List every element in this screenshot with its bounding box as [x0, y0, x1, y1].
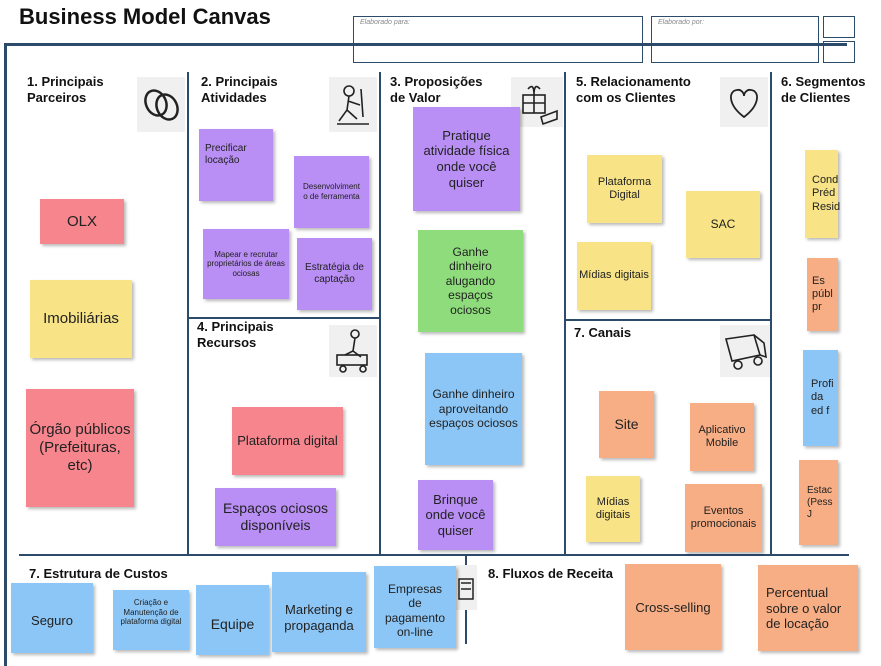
note-parceiro-imobiliarias[interactable]: Imobiliárias — [30, 280, 132, 358]
section-relacionamento: 5. Relacionamento com os Clientes — [576, 74, 691, 105]
forklift-icon — [329, 325, 377, 377]
note-relacionamento-plataforma[interactable]: Plataforma Digital — [587, 155, 662, 223]
section-receita: 8. Fluxos de Receita — [488, 566, 613, 581]
section-parceiros: 1. Principais Parceiros — [27, 74, 104, 105]
note-proposicao-aproveitando[interactable]: Ganhe dinheiro aproveitando espaços ocio… — [425, 353, 522, 465]
note-custo-plataforma[interactable]: Criação e Manutenção de plataforma digit… — [113, 590, 189, 650]
note-proposicao-brinque[interactable]: Brinque onde você quiser — [418, 480, 493, 550]
note-canal-site[interactable]: Site — [599, 391, 654, 458]
canvas-title: Business Model Canvas — [19, 4, 271, 29]
divider-h-relacionamento — [564, 319, 772, 321]
extra-box-bottom[interactable] — [823, 41, 855, 63]
note-relacionamento-midias[interactable]: Mídias digitais — [577, 242, 651, 310]
note-atividade-mapear[interactable]: Mapear e recrutar proprietários de áreas… — [203, 229, 289, 299]
note-proposicao-alugando[interactable]: Ganhe dinheiro alugando espaços ociosos — [418, 230, 523, 332]
section-proposicoes: 3. Proposições de Valor — [390, 74, 483, 105]
truck-icon — [720, 325, 770, 377]
note-canal-aplicativo[interactable]: Aplicativo Mobile — [690, 403, 754, 471]
note-receita-cross-selling[interactable]: Cross-selling — [625, 564, 721, 650]
note-relacionamento-sac[interactable]: SAC — [686, 191, 760, 258]
elaborado-para-box[interactable]: Elaborado para: — [353, 16, 643, 63]
elaborado-por-box[interactable]: Elaborado por: — [651, 16, 819, 63]
note-atividade-desenvolvimento[interactable]: Desenvolvimento de ferramenta — [294, 156, 369, 228]
note-recurso-plataforma[interactable]: Plataforma digital — [232, 407, 343, 475]
note-recurso-espacos[interactable]: Espaços ociosos disponíveis — [215, 488, 336, 546]
divider-v2 — [379, 72, 381, 554]
note-atividade-precificar[interactable]: Precificar locação — [199, 129, 273, 201]
note-segmento-estacionamentos[interactable]: Estac (Pess J — [799, 460, 838, 545]
heart-icon — [720, 77, 768, 127]
divider-v3 — [564, 72, 566, 554]
note-custo-equipe[interactable]: Equipe — [196, 585, 269, 655]
note-parceiro-orgaos-publicos[interactable]: Órgão públicos (Prefeituras, etc) — [26, 389, 134, 507]
section-custos: 7. Estrutura de Custos — [29, 566, 168, 581]
note-atividade-estrategia[interactable]: Estratégia de captação — [297, 238, 372, 310]
section-atividades: 2. Principais Atividades — [201, 74, 278, 105]
divider-v4 — [770, 72, 772, 554]
note-receita-percentual[interactable]: Percentual sobre o valor de locação — [758, 565, 858, 651]
divider-h-atividades — [187, 317, 381, 319]
note-segmento-profissionais[interactable]: Profi da ed f — [803, 350, 838, 446]
elaborado-para-label: Elaborado para: — [360, 19, 410, 26]
section-canais: 7. Canais — [574, 325, 632, 340]
note-segmento-espacos-publicos[interactable]: Es públ pr — [807, 258, 838, 331]
divider-v1 — [187, 72, 189, 554]
divider-h-main — [19, 554, 849, 556]
note-custo-pagamento[interactable]: Empresas de pagamento on-line — [374, 566, 456, 648]
section-segmentos: 6. Segmentos de Clientes — [781, 74, 866, 105]
handshake-rings-icon — [137, 77, 185, 132]
elaborado-por-label: Elaborado por: — [658, 19, 704, 26]
section-recursos: 4. Principais Recursos — [197, 319, 274, 350]
extra-box-top[interactable] — [823, 16, 855, 38]
note-canal-midias[interactable]: Mídias digitais — [586, 476, 640, 542]
cash-register-icon — [455, 565, 477, 610]
note-custo-seguro[interactable]: Seguro — [11, 583, 93, 653]
note-proposicao-atividade-fisica[interactable]: Pratique atividade física onde você quis… — [413, 107, 520, 211]
note-parceiro-olx[interactable]: OLX — [40, 199, 124, 244]
canvas-frame — [4, 43, 847, 666]
worker-icon — [329, 77, 377, 132]
note-canal-eventos[interactable]: Eventos promocionais — [685, 484, 762, 552]
note-segmento-condominios[interactable]: Cond Préd Resid — [805, 150, 840, 238]
note-custo-marketing[interactable]: Marketing e propaganda — [272, 572, 366, 652]
